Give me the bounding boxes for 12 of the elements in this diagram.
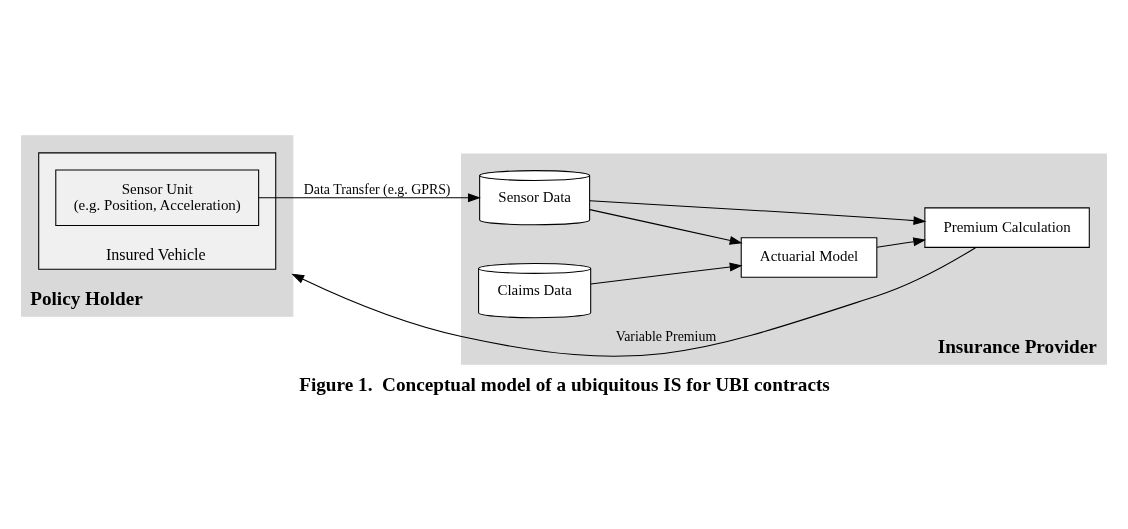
arrow: [291, 246, 977, 357]
arrow: [590, 262, 743, 284]
node-box: Sensor Unit (e.g. Position, Acceleration): [55, 168, 260, 226]
caption: Figure 1. Conceptual model of a ubiquitous IS for UBI contracts: [299, 373, 830, 395]
arrow: [589, 199, 927, 225]
node-box: Actuarial Model: [740, 236, 878, 278]
edge-label: Variable Premium: [615, 328, 717, 344]
arrow: [589, 208, 743, 245]
edge-label: Data Transfer (e.g. GPRS): [303, 181, 451, 197]
node-box: Premium Calculation: [924, 206, 1090, 248]
arrow: [876, 236, 927, 248]
arrow: [258, 192, 481, 202]
